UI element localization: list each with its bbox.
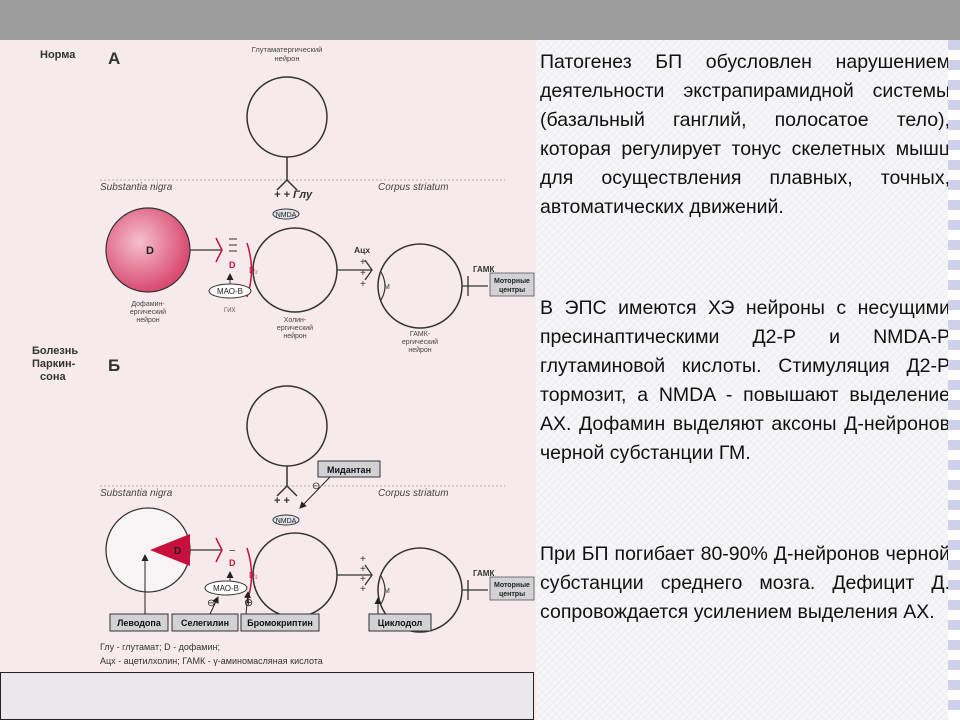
legend-line-1: Глу - глутамат; D - дофамин; [100, 642, 220, 652]
levodopa-text: Леводопа [117, 618, 162, 628]
legend-line-2: Ацх - ацетилхолин; ГАМК - γ-аминомасляна… [100, 656, 323, 666]
bromocriptin-text: Бромокриптин [247, 618, 313, 628]
state-label-normal: Норма [40, 49, 76, 61]
state-label-parkinson-2: Паркин- [32, 358, 76, 370]
striatum-label-b: Corpus striatum [378, 488, 449, 499]
small-d-a: D [229, 260, 236, 270]
glu-sign-b: + + [274, 495, 290, 507]
minus-b: − [229, 545, 235, 557]
nigra-label-a: Substantia nigra [100, 182, 173, 193]
motor-label-b: Моторные [494, 582, 530, 589]
d-label-a: D [146, 245, 154, 257]
bromocriptin-plus: ⊕ [244, 597, 253, 609]
small-note-a: ГИХ [224, 308, 236, 314]
glutamate-terminal-b [276, 484, 298, 497]
section-letter-a: А [108, 49, 120, 68]
bromocriptin-label [240, 613, 320, 632]
ach-plus-b: + [360, 574, 366, 585]
glutamate-terminal-a [276, 178, 298, 191]
nmda-label-a: NMDA [276, 212, 297, 219]
ach-plus-b: + [360, 564, 366, 575]
gaba-label-b: ГАМК [473, 569, 494, 578]
motor-label-a: Моторные [494, 278, 530, 285]
nmda-receptor-b [272, 514, 300, 526]
glu-sign-a: + + Глу [274, 189, 313, 201]
striatum-label-a: Corpus striatum [378, 182, 449, 193]
ach-plus-a: + [360, 268, 366, 279]
parkinson-diagram: Норма А Глутаматергический нейрон + + Гл… [32, 45, 535, 666]
cholinergic-neuron-a [252, 227, 338, 313]
glutamate-neuron-b [246, 385, 328, 467]
mao-label-a: МАО-В [217, 287, 243, 296]
midantan-minus: ⊖ [312, 481, 320, 492]
motor-label-b-2: центры [499, 591, 525, 598]
ciklodol-label [368, 613, 432, 632]
dopamine-degeneration-b [150, 534, 190, 566]
ach-label-a: Ацх [354, 245, 370, 255]
ach-terminal-b [364, 564, 373, 586]
mao-enzyme-b [204, 580, 248, 596]
nmda-receptor-a [272, 208, 300, 220]
decorative-strip [948, 40, 960, 720]
motor-box-a [489, 272, 535, 297]
levodopa-label [109, 613, 169, 632]
d2-label-b: D₂ [249, 571, 258, 580]
m-label-a: M [384, 284, 390, 291]
selegilin-arrow [209, 596, 219, 615]
selegilin-minus: ⊖ [207, 598, 215, 609]
ach-plus-a: + [360, 257, 366, 268]
selegilin-text: Селегилин [181, 618, 229, 628]
glutamate-neuron-label: Глутаматергический [252, 45, 323, 54]
midantan-text: Мидантан [327, 465, 371, 475]
dopamine-neuron-caption-2: ергический [130, 308, 166, 316]
glutamate-neuron-label-2: нейрон [275, 54, 300, 63]
glutamate-neuron-a [246, 76, 328, 158]
motor-box-b [489, 576, 535, 601]
m-receptor-a [380, 271, 386, 301]
dopamine-terminal-a [215, 237, 223, 263]
nmda-label-b: NMDA [276, 518, 297, 525]
text-panel: Патогенез БП обусловлен нарушением деяте… [536, 40, 960, 720]
gaba-label-a: ГАМК [473, 265, 494, 274]
ach-terminal-a [364, 259, 373, 281]
dopamine-neuron-caption: Дофамин- [131, 301, 165, 308]
state-label-parkinson-3: сона [40, 371, 66, 383]
midantan-label [317, 460, 381, 478]
ach-plus-b: + [360, 584, 366, 595]
small-d-b: D [229, 558, 236, 568]
section-letter-b: Б [108, 356, 120, 375]
cholinergic-neuron-caption-2: ергический [277, 324, 313, 332]
ach-plus-a: + [360, 279, 366, 290]
mao-label-b: МАО-В [213, 584, 239, 593]
dopamine-neuron-caption-3: нейрон [136, 316, 159, 324]
bromocriptin-arrow [243, 591, 251, 615]
ciklodol-text: Циклодол [378, 618, 423, 628]
gaba-neuron-a [377, 243, 463, 329]
midantan-arrow [299, 476, 331, 509]
state-label-parkinson: Болезнь [32, 345, 78, 357]
gaba-neuron-caption: ГАМК- [410, 331, 431, 338]
dopamine-terminal-b [215, 537, 223, 563]
d-label-b: D [174, 546, 181, 557]
m-label-b: M [384, 588, 390, 595]
paragraph-pathogenesis: Патогенез БП обусловлен нарушением деяте… [540, 51, 950, 218]
paragraph-eps-neurons: В ЭПС имеются ХЭ нейроны с несущими прес… [540, 297, 950, 464]
cholinergic-neuron-b [252, 532, 338, 618]
cholinergic-neuron-caption-3: нейрон [283, 332, 306, 340]
paragraph-dopamine-deficit: При БП погибает 80-90% Д-нейронов черной… [540, 543, 950, 623]
gaba-neuron-caption-2: ергический [402, 338, 438, 346]
d2-label-a: D₂ [249, 266, 258, 275]
m-receptor-b [380, 575, 386, 605]
cholinergic-neuron-caption: Холин- [284, 317, 307, 324]
selegilin-label [171, 613, 239, 632]
figure-panel: Норма А Глутаматергический нейрон + + Гл… [0, 40, 536, 720]
ach-plus-b: + [360, 554, 366, 565]
motor-label-a-2: центры [499, 287, 525, 294]
nigra-label-b: Substantia nigra [100, 488, 173, 499]
blank-box [0, 672, 534, 720]
top-bar [0, 0, 960, 40]
gaba-neuron-caption-3: нейрон [408, 346, 431, 354]
